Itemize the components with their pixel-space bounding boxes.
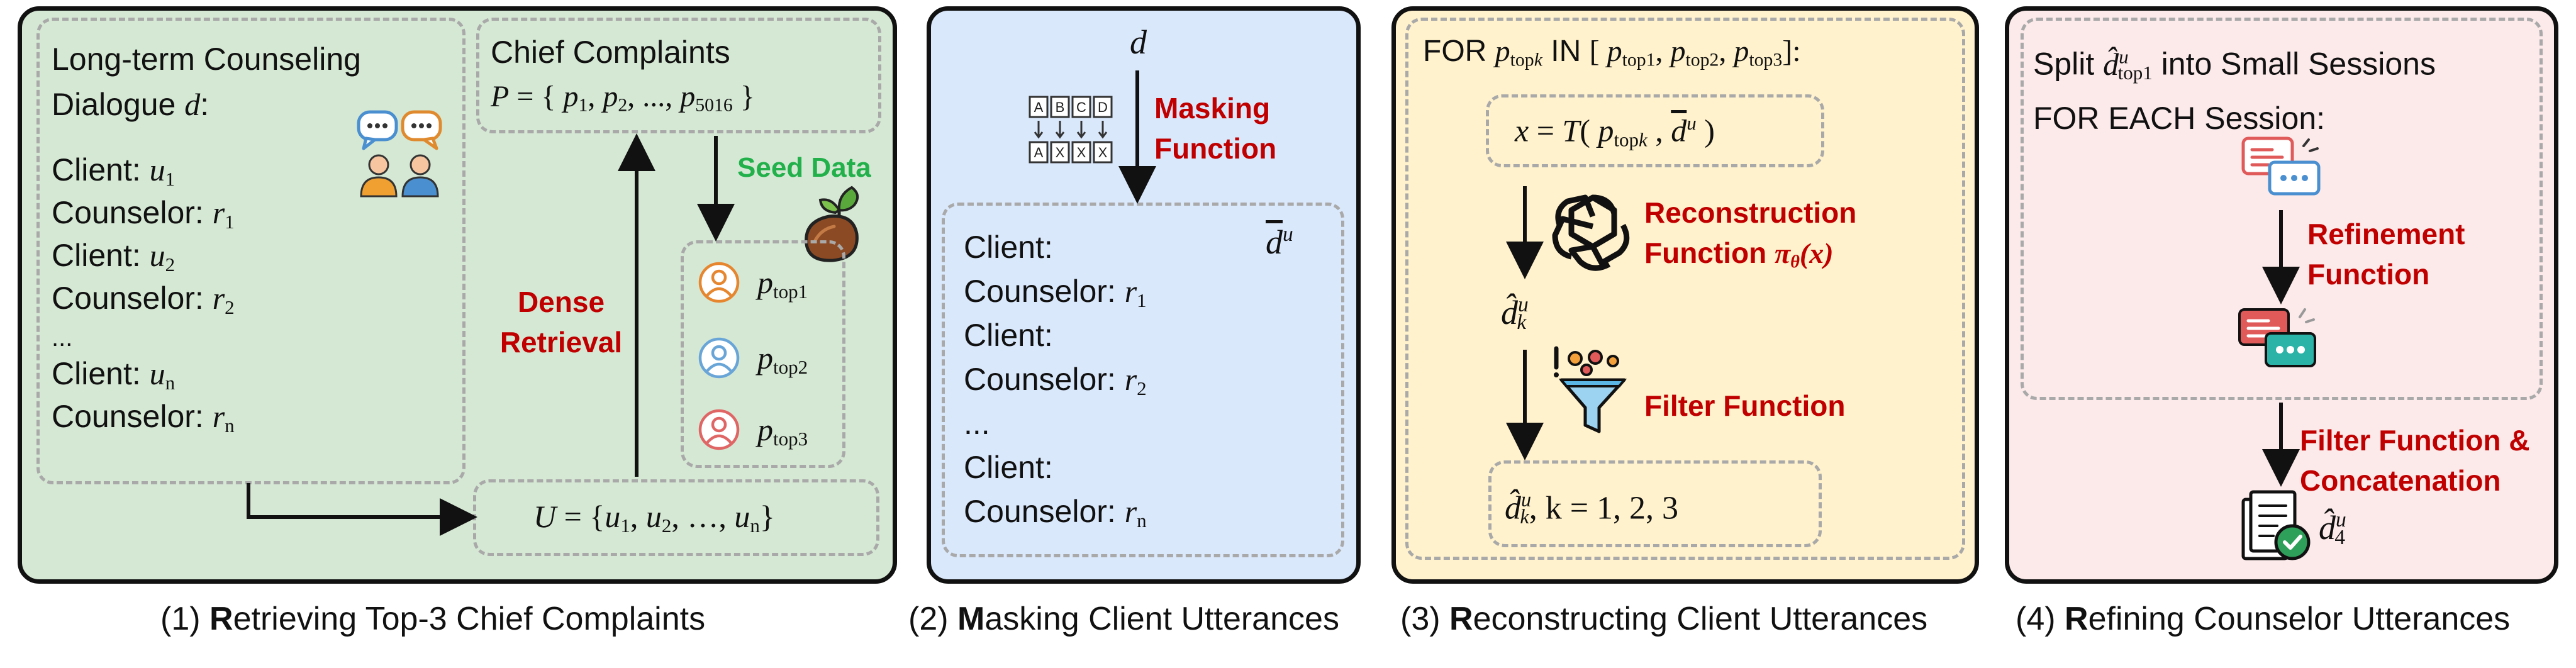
dialogue-line: ...: [52, 324, 73, 352]
filter-funnel-icon: [1554, 346, 1627, 433]
formula-box: [1486, 94, 1824, 167]
dialogue-line: Counselor: r2: [52, 281, 235, 318]
svg-text:X: X: [1077, 145, 1086, 160]
dialogue-box: [36, 18, 466, 484]
chief-complaints-title: Chief Complaints: [491, 35, 730, 70]
masked-dialogue-var: du: [1266, 223, 1293, 262]
dialogue-line: Client: un: [52, 356, 176, 394]
svg-text:A: A: [1034, 99, 1044, 115]
masked-line: Client:: [964, 318, 1053, 353]
dialogue-title: Long-term Counseling Dialogue d:: [52, 42, 361, 122]
chat-messages-icon: [2241, 136, 2321, 196]
top-item: ptop2: [697, 327, 842, 384]
filter-concatenation-label: Filter Function & Concatenation: [2300, 424, 2530, 497]
masked-lines: Client: Counselor: r1 Client: Counselor:…: [964, 231, 1147, 540]
svg-text:D: D: [1098, 99, 1108, 115]
intermediate-var: d̂uk: [1501, 293, 1529, 335]
dialogue-to-uset-arrow: [247, 483, 477, 536]
people-chat-icon: [357, 110, 442, 198]
input-dialogue-var: d: [1130, 23, 1147, 61]
dialogue-line: Client: u2: [52, 238, 176, 276]
svg-text:B: B: [1056, 99, 1065, 115]
caption-2: (2) Masking Client Utterances: [908, 601, 1339, 637]
masked-line: Client:: [964, 450, 1053, 485]
svg-text:A: A: [1034, 145, 1044, 160]
svg-text:X: X: [1056, 145, 1065, 160]
reconstruction-model-icon: [1552, 194, 1630, 271]
user-circle-icon: [698, 409, 740, 450]
filter-function-label: Filter Function: [1644, 389, 1846, 422]
reconstruction-input-formula: x = T( ptopk , du ): [1515, 112, 1715, 151]
sessions-box: [2021, 18, 2543, 400]
masked-line: Client:: [964, 230, 1053, 265]
caption-4: (4) Refining Counselor Utterances: [2016, 601, 2511, 637]
seed-data-label: Seed Data: [737, 152, 871, 183]
result-box: [1488, 460, 1822, 547]
masked-dialogue-box: [942, 203, 1344, 557]
dialogue-line: Client: u1: [52, 152, 176, 190]
caption-3: (3) Reconstructing Client Utterances: [1400, 601, 1928, 637]
panel-retrieving: [18, 6, 897, 584]
refinement-function-label: Refinement Function: [2307, 218, 2465, 291]
result-formula: d̂uk, k = 1, 2, 3: [1505, 488, 1679, 528]
caption-1: (1) Retrieving Top-3 Chief Complaints: [160, 601, 706, 637]
seed-sprout-icon: [805, 186, 859, 262]
top-item: ptop3: [697, 403, 842, 459]
for-loop-box: [1405, 18, 1965, 560]
dialogue-line: Counselor: rn: [52, 399, 235, 437]
dialogue-var: d: [184, 87, 201, 122]
refined-chat-icon: [2238, 308, 2316, 367]
reconstruction-function-label: Reconstruction Function πθ(x): [1644, 196, 1857, 272]
chief-complaints-box: [476, 18, 881, 133]
masked-line: ...: [964, 406, 990, 441]
top-item: ptop1: [697, 252, 842, 308]
document-check-icon: [2241, 490, 2311, 560]
masked-line: Counselor: r2: [964, 362, 1147, 399]
user-circle-icon: [698, 337, 740, 379]
complaints-set: P = { p1, p2, ..., p5016 }: [491, 80, 755, 116]
final-dialogue-var: d̂u4: [2319, 508, 2346, 550]
user-circle-icon: [698, 262, 740, 303]
dialogue-lines: Client: u1 Counselor: r1 Client: u2 Coun…: [52, 154, 235, 443]
dialogue-line: Counselor: r1: [52, 195, 235, 233]
masking-function-label: Masking Function: [1154, 92, 1277, 165]
top3-box: [681, 240, 845, 468]
masked-line: Counselor: rn: [964, 494, 1147, 532]
dense-retrieval-label: Dense Retrieval: [499, 286, 623, 359]
uset-formula: U = {u1, u2, …, un}: [533, 499, 775, 537]
svg-text:X: X: [1098, 145, 1108, 160]
split-header: Split d̂utop1 into Small Sessions FOR EA…: [2033, 45, 2436, 136]
masked-line: Counselor: r1: [964, 274, 1147, 311]
svg-text:C: C: [1076, 99, 1086, 115]
panel-masking: [927, 6, 1361, 584]
for-loop-header: FOR ptopk IN [ ptop1, ptop2, ptop3]:: [1423, 35, 1801, 70]
